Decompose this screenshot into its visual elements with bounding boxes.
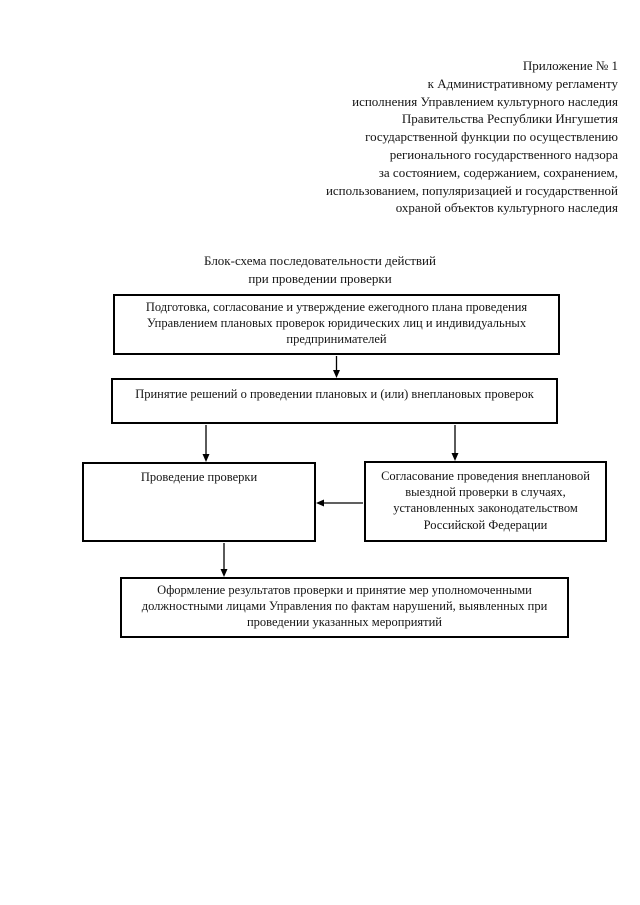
flow-box-inspection-text: Проведение проверки — [140, 470, 258, 484]
appendix-header: Приложение № 1 к Административному регла… — [198, 57, 618, 217]
header-line: регионального государственного надзора — [389, 146, 618, 162]
flow-box-results: Оформление результатов проверки и принят… — [120, 577, 569, 638]
flow-box-approval: Согласование проведения внеплановой выез… — [364, 461, 607, 542]
flow-box-annual-plan-text: Подготовка, согласование и утверждение е… — [145, 300, 528, 346]
arrow-inspection-to-results-icon — [220, 543, 228, 577]
flow-box-decision: Принятие решений о проведении плановых и… — [111, 378, 558, 424]
flowchart-title: Блок-схема последовательности действий п… — [0, 252, 640, 288]
flow-box-annual-plan: Подготовка, согласование и утверждение е… — [113, 294, 560, 355]
header-line: использованием, популяризацией и государ… — [325, 182, 618, 198]
header-line: государственной функции по осуществлению — [365, 129, 618, 145]
header-line: охраной объектов культурного наследия — [395, 200, 618, 216]
flow-box-results-text: Оформление результатов проверки и принят… — [141, 583, 548, 629]
header-line: к Административному регламенту — [427, 75, 618, 91]
flow-box-inspection: Проведение проверки — [82, 462, 316, 542]
header-line: исполнения Управлением культурного насле… — [352, 93, 618, 109]
flowchart-title-line1: Блок-схема последовательности действий — [204, 253, 436, 268]
arrow-decision-to-inspection-icon — [202, 425, 210, 462]
arrow-approval-to-inspection-icon — [316, 499, 363, 507]
flow-box-approval-text: Согласование проведения внеплановой выез… — [381, 469, 590, 532]
flow-box-decision-text: Принятие решений о проведении плановых и… — [135, 387, 534, 401]
header-line: Приложение № 1 — [522, 58, 618, 73]
header-line: Правительства Республики Ингушетия — [401, 111, 618, 127]
arrow-decision-to-approval-icon — [451, 425, 459, 461]
arrow-plan-to-decision-icon — [333, 356, 340, 378]
flowchart-title-line2: при проведении проверки — [248, 271, 392, 286]
header-line: за состоянием, содержанием, сохранением, — [378, 164, 618, 180]
